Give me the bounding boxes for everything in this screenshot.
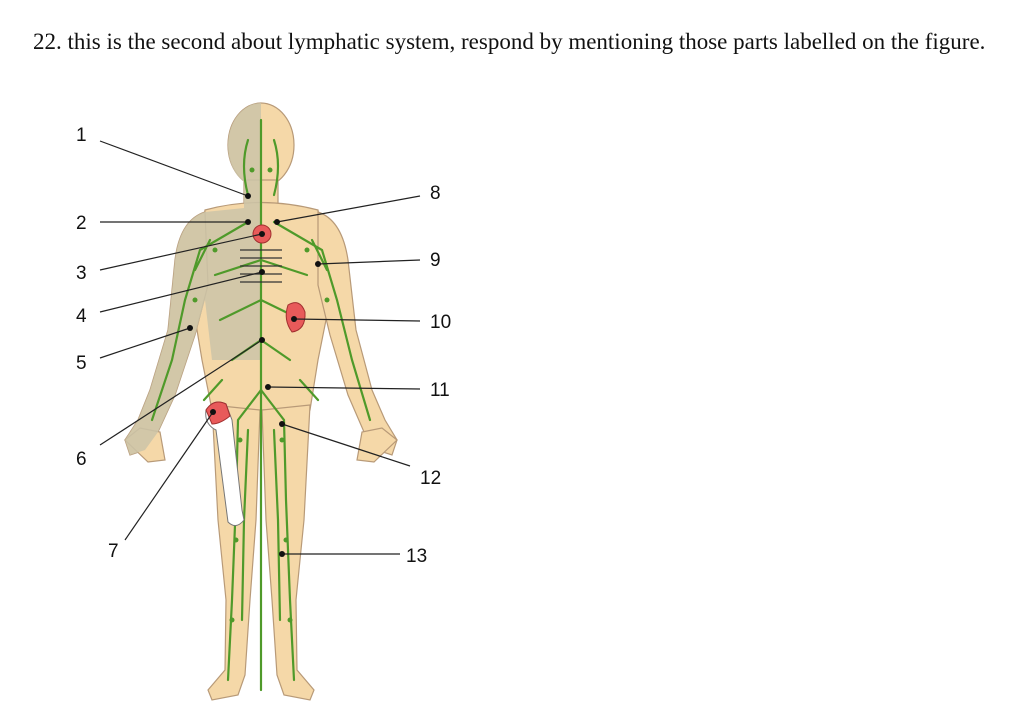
label-11: 11 — [430, 380, 450, 401]
right-arm — [317, 211, 398, 456]
leader-lines — [99, 140, 421, 555]
label-2: 2 — [76, 213, 87, 234]
lymph-vessels — [150, 118, 372, 692]
label-8: 8 — [430, 183, 441, 204]
label-3: 3 — [76, 263, 87, 284]
shaded-region — [125, 103, 261, 455]
label-7: 7 — [108, 541, 119, 562]
label-9: 9 — [430, 250, 441, 271]
label-6: 6 — [76, 449, 87, 470]
label-1: 1 — [76, 125, 87, 146]
leader-endpoints — [187, 193, 321, 557]
question-text: 22. this is the second about lymphatic s… — [33, 29, 986, 54]
label-4: 4 — [76, 306, 87, 327]
label-12: 12 — [420, 468, 441, 489]
lymph-nodes-small — [192, 167, 330, 623]
label-5: 5 — [76, 353, 87, 374]
label-10: 10 — [430, 312, 451, 333]
right-hand — [356, 427, 398, 463]
femur-bone — [205, 401, 245, 526]
label-13: 13 — [406, 546, 427, 567]
